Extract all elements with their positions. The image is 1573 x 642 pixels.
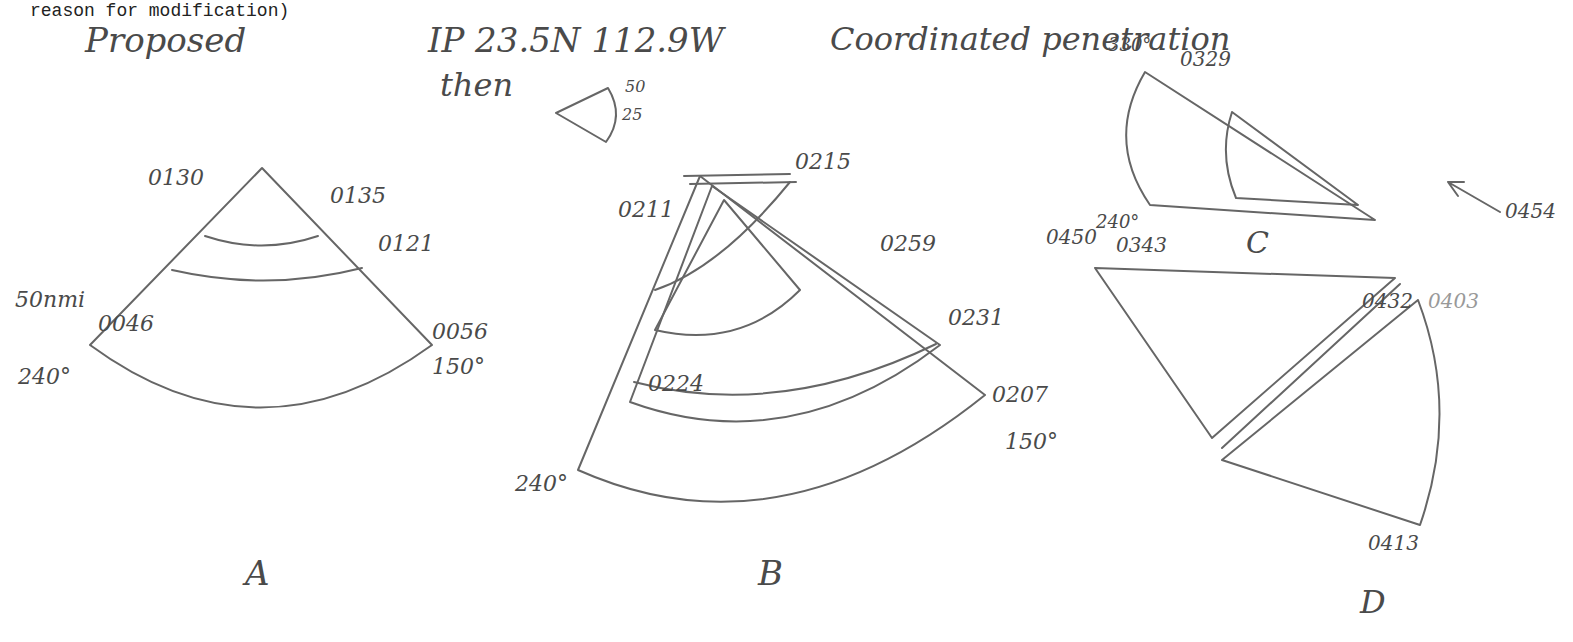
- handwritten-label: 0413: [1368, 532, 1419, 554]
- handwritten-label: 150°: [1005, 430, 1058, 454]
- handwritten-label: 150°: [432, 355, 485, 379]
- typed-note: reason for modification): [30, 2, 289, 22]
- arc-a1: [205, 236, 318, 246]
- handwritten-label: 0231: [948, 306, 1004, 330]
- handwritten-label: C: [1246, 226, 1269, 259]
- handwritten-label: 240°: [515, 472, 568, 496]
- handwritten-label: A: [245, 555, 270, 592]
- handwritten-label: 330°: [1108, 35, 1151, 55]
- handwritten-label: 0450: [1046, 226, 1097, 248]
- handwritten-label: 0130: [148, 166, 204, 190]
- sector-b-inner: [655, 200, 800, 335]
- sector-d-inner: [1226, 112, 1358, 205]
- handwritten-label: 0056: [432, 320, 488, 344]
- handwritten-label: D: [1360, 585, 1386, 620]
- handwritten-label: 0215: [795, 150, 851, 174]
- handwritten-label: 0403: [1428, 290, 1479, 312]
- handwritten-label: 50nmi: [15, 288, 85, 312]
- handwritten-label: Proposed: [85, 22, 246, 59]
- sector-b-outer: [578, 176, 985, 502]
- handwritten-label: 0259: [880, 232, 936, 256]
- handwritten-label: 0343: [1116, 234, 1167, 256]
- arc-b1: [655, 182, 790, 290]
- handwritten-label: 240°: [1096, 212, 1139, 232]
- handwritten-label: Coordinated penetration: [830, 22, 1230, 57]
- handwritten-label: IP 23.5N 112.9W: [428, 22, 724, 59]
- handwritten-label: 0329: [1180, 48, 1231, 70]
- handwritten-label: 0454: [1505, 200, 1556, 222]
- sector-a: [90, 168, 432, 408]
- sector-b-mid: [630, 186, 940, 421]
- arc-a2: [172, 268, 362, 281]
- handwritten-label: 25: [622, 106, 642, 124]
- handwritten-label: then: [440, 68, 513, 103]
- small-sector: [556, 88, 616, 142]
- sector-b-top: [684, 174, 796, 184]
- handwritten-label: 0224: [648, 372, 704, 396]
- handwritten-label: 0121: [378, 232, 434, 256]
- arrow: [1448, 182, 1500, 212]
- handwritten-label: 50: [625, 78, 645, 96]
- sector-d-mid: [1095, 268, 1395, 438]
- handwritten-label: B: [758, 555, 783, 592]
- sector-d-bottom: [1222, 300, 1440, 525]
- handwritten-label: 240°: [18, 365, 71, 389]
- handwritten-label: 0432: [1362, 290, 1413, 312]
- handwritten-label: 0207: [992, 383, 1048, 407]
- handwritten-label: 0046: [98, 312, 154, 336]
- handwritten-label: 0211: [618, 198, 674, 222]
- handwritten-label: 0135: [330, 184, 386, 208]
- sector-d-top: [1126, 72, 1375, 220]
